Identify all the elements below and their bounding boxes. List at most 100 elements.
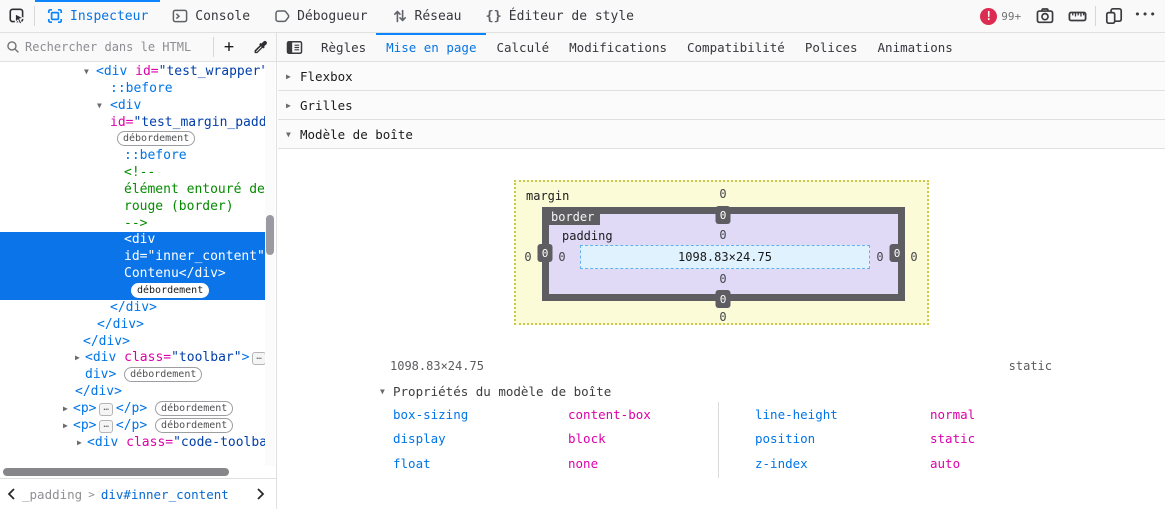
border-top-value[interactable]: 0 (715, 206, 731, 224)
responsive-design-button[interactable] (1100, 2, 1128, 30)
margin-right-value[interactable]: 0 (910, 250, 918, 264)
pick-element-button[interactable] (0, 0, 34, 32)
tab-compatibilite[interactable]: Compatibilité (687, 39, 785, 55)
tree-row[interactable]: ▼<div (0, 98, 267, 115)
breadcrumb-scroll-left-button[interactable] (0, 488, 22, 500)
box-model-content-region[interactable]: 1098.83×24.75 (580, 245, 870, 269)
section-label: Modèle de boîte (300, 126, 413, 142)
border-right-value[interactable]: 0 (889, 244, 905, 262)
tab-modifications[interactable]: Modifications (569, 39, 667, 55)
twisty-closed-icon[interactable]: ▶ (63, 403, 68, 413)
overflow-badge[interactable]: débordement (155, 400, 234, 416)
tree-row[interactable]: <!-- (0, 165, 267, 182)
margin-left-value[interactable]: 0 (524, 250, 532, 264)
pick-element-icon (8, 7, 26, 25)
twisty-open-icon[interactable]: ▼ (97, 100, 102, 110)
section-flexbox[interactable]: ▶ Flexbox (278, 62, 1165, 91)
tree-row[interactable]: </div> (0, 384, 267, 401)
tree-row[interactable]: ::before (0, 148, 267, 165)
tree-row-selected[interactable]: Contenu</div> (0, 266, 267, 283)
border-bottom-value[interactable]: 0 (715, 290, 731, 308)
tab-label: Éditeur de style (508, 8, 634, 24)
border-left-value[interactable]: 0 (537, 244, 553, 262)
tree-row[interactable]: ::before (0, 81, 267, 98)
screenshot-button[interactable] (1031, 2, 1059, 30)
inline-ellipsis[interactable]: … (99, 402, 113, 416)
tab-inspector[interactable]: Inspecteur (35, 0, 160, 32)
devtools-menu-button[interactable]: ••• (1134, 7, 1157, 21)
breadcrumb-item-parent[interactable]: _padding (22, 486, 83, 502)
twisty-closed-icon[interactable]: ▶ (77, 437, 82, 447)
twisty-closed-icon[interactable]: ▶ (75, 353, 80, 363)
measuring-tool-button[interactable] (1063, 2, 1091, 30)
tree-row[interactable]: rouge (border) (0, 199, 267, 216)
tab-regles[interactable]: Règles (321, 39, 367, 55)
tree-row[interactable]: </div> (0, 317, 267, 334)
search-input[interactable] (20, 40, 213, 54)
tab-animations[interactable]: Animations (877, 39, 953, 55)
tree-row[interactable]: </div> (0, 300, 267, 317)
toolbar-right-buttons: ! 99+ (980, 0, 1163, 32)
box-model-properties-header[interactable]: ▼ Propriétés du modèle de boîte (380, 384, 611, 399)
vertical-scrollbar-thumb[interactable] (266, 215, 274, 255)
tree-row[interactable]: ▶<div class="code-toolbar" (0, 435, 267, 452)
tree-row[interactable]: --> (0, 216, 267, 233)
horizontal-scrollbar-thumb[interactable] (3, 468, 229, 476)
tree-row[interactable]: ▶<p>…</p> débordement (0, 400, 267, 418)
tab-polices[interactable]: Polices (804, 39, 858, 55)
markup-search-zone: + (0, 33, 277, 61)
chevron-down-icon: ▼ (380, 387, 385, 396)
twisty-closed-icon[interactable]: ▶ (63, 420, 68, 430)
padding-right-value[interactable]: 0 (876, 250, 884, 264)
overflow-badge[interactable]: débordement (131, 282, 210, 298)
section-grilles[interactable]: ▶ Grilles (278, 91, 1165, 120)
overflow-badge[interactable]: débordement (124, 367, 203, 383)
property-name: z-index (755, 455, 808, 471)
three-pane-toggle-button[interactable] (277, 33, 311, 61)
border-label: border (545, 209, 601, 225)
margin-bottom-value[interactable]: 0 (719, 310, 727, 324)
horizontal-scrollbar[interactable] (0, 466, 267, 478)
breadcrumb-scroll-right-button[interactable] (250, 488, 272, 500)
tree-row-selected[interactable]: débordement (0, 282, 267, 300)
eyedropper-button[interactable] (244, 33, 276, 61)
tree-row[interactable]: élément entouré de (0, 182, 267, 199)
overflow-badge[interactable]: débordement (155, 417, 234, 433)
code-val: "test_wrapper" (158, 64, 267, 79)
tree-row[interactable]: ▶<p>…</p> débordement (0, 417, 267, 435)
tab-network[interactable]: Réseau (380, 0, 474, 32)
error-badge-icon[interactable]: ! (980, 7, 998, 25)
padding-bottom-value[interactable]: 0 (719, 272, 727, 286)
margin-top-value[interactable]: 0 (719, 187, 727, 201)
tree-row[interactable]: débordement (0, 131, 267, 148)
twisty-open-icon[interactable]: ▼ (84, 67, 89, 76)
tree-row[interactable]: </div> (0, 334, 267, 351)
add-node-button[interactable]: + (223, 37, 235, 57)
tree-row-selected[interactable]: id="inner_content"> (0, 249, 267, 267)
section-box-model[interactable]: ▼ Modèle de boîte (278, 120, 1165, 149)
tree-row[interactable]: id="test_margin_padding" (0, 115, 267, 132)
padding-left-value[interactable]: 0 (558, 250, 566, 264)
code-val: "code-toolbar" (173, 434, 267, 450)
tab-calcule[interactable]: Calculé (496, 39, 550, 55)
tree-row-selected[interactable]: <div (0, 232, 267, 250)
vertical-scrollbar[interactable] (265, 62, 275, 466)
tab-styleeditor[interactable]: {}Éditeur de style (474, 0, 647, 32)
breadcrumb-item-current[interactable]: div#inner_content (100, 486, 229, 502)
inline-ellipsis[interactable]: … (252, 352, 266, 366)
tree-row[interactable]: ▶<div class="toolbar">…</ (0, 350, 267, 367)
tab-mise-en-page[interactable]: Mise en page (376, 33, 486, 61)
tree-row[interactable]: div> débordement (0, 367, 267, 384)
tab-console[interactable]: Console (160, 0, 262, 32)
error-count[interactable]: 99+ (1001, 9, 1022, 23)
tab-debugger[interactable]: Débogueur (262, 0, 379, 32)
code-attr: id= (110, 114, 134, 130)
inline-ellipsis[interactable]: … (99, 419, 113, 433)
padding-top-value[interactable]: 0 (719, 228, 727, 242)
box-model-diagram[interactable]: margin border padding 1098.83×24.75 0 0 … (514, 180, 929, 325)
tab-label: Débogueur (297, 8, 368, 24)
overflow-badge[interactable]: débordement (117, 131, 196, 147)
tree-row[interactable]: ▼<div id="test_wrapper" (0, 64, 267, 81)
